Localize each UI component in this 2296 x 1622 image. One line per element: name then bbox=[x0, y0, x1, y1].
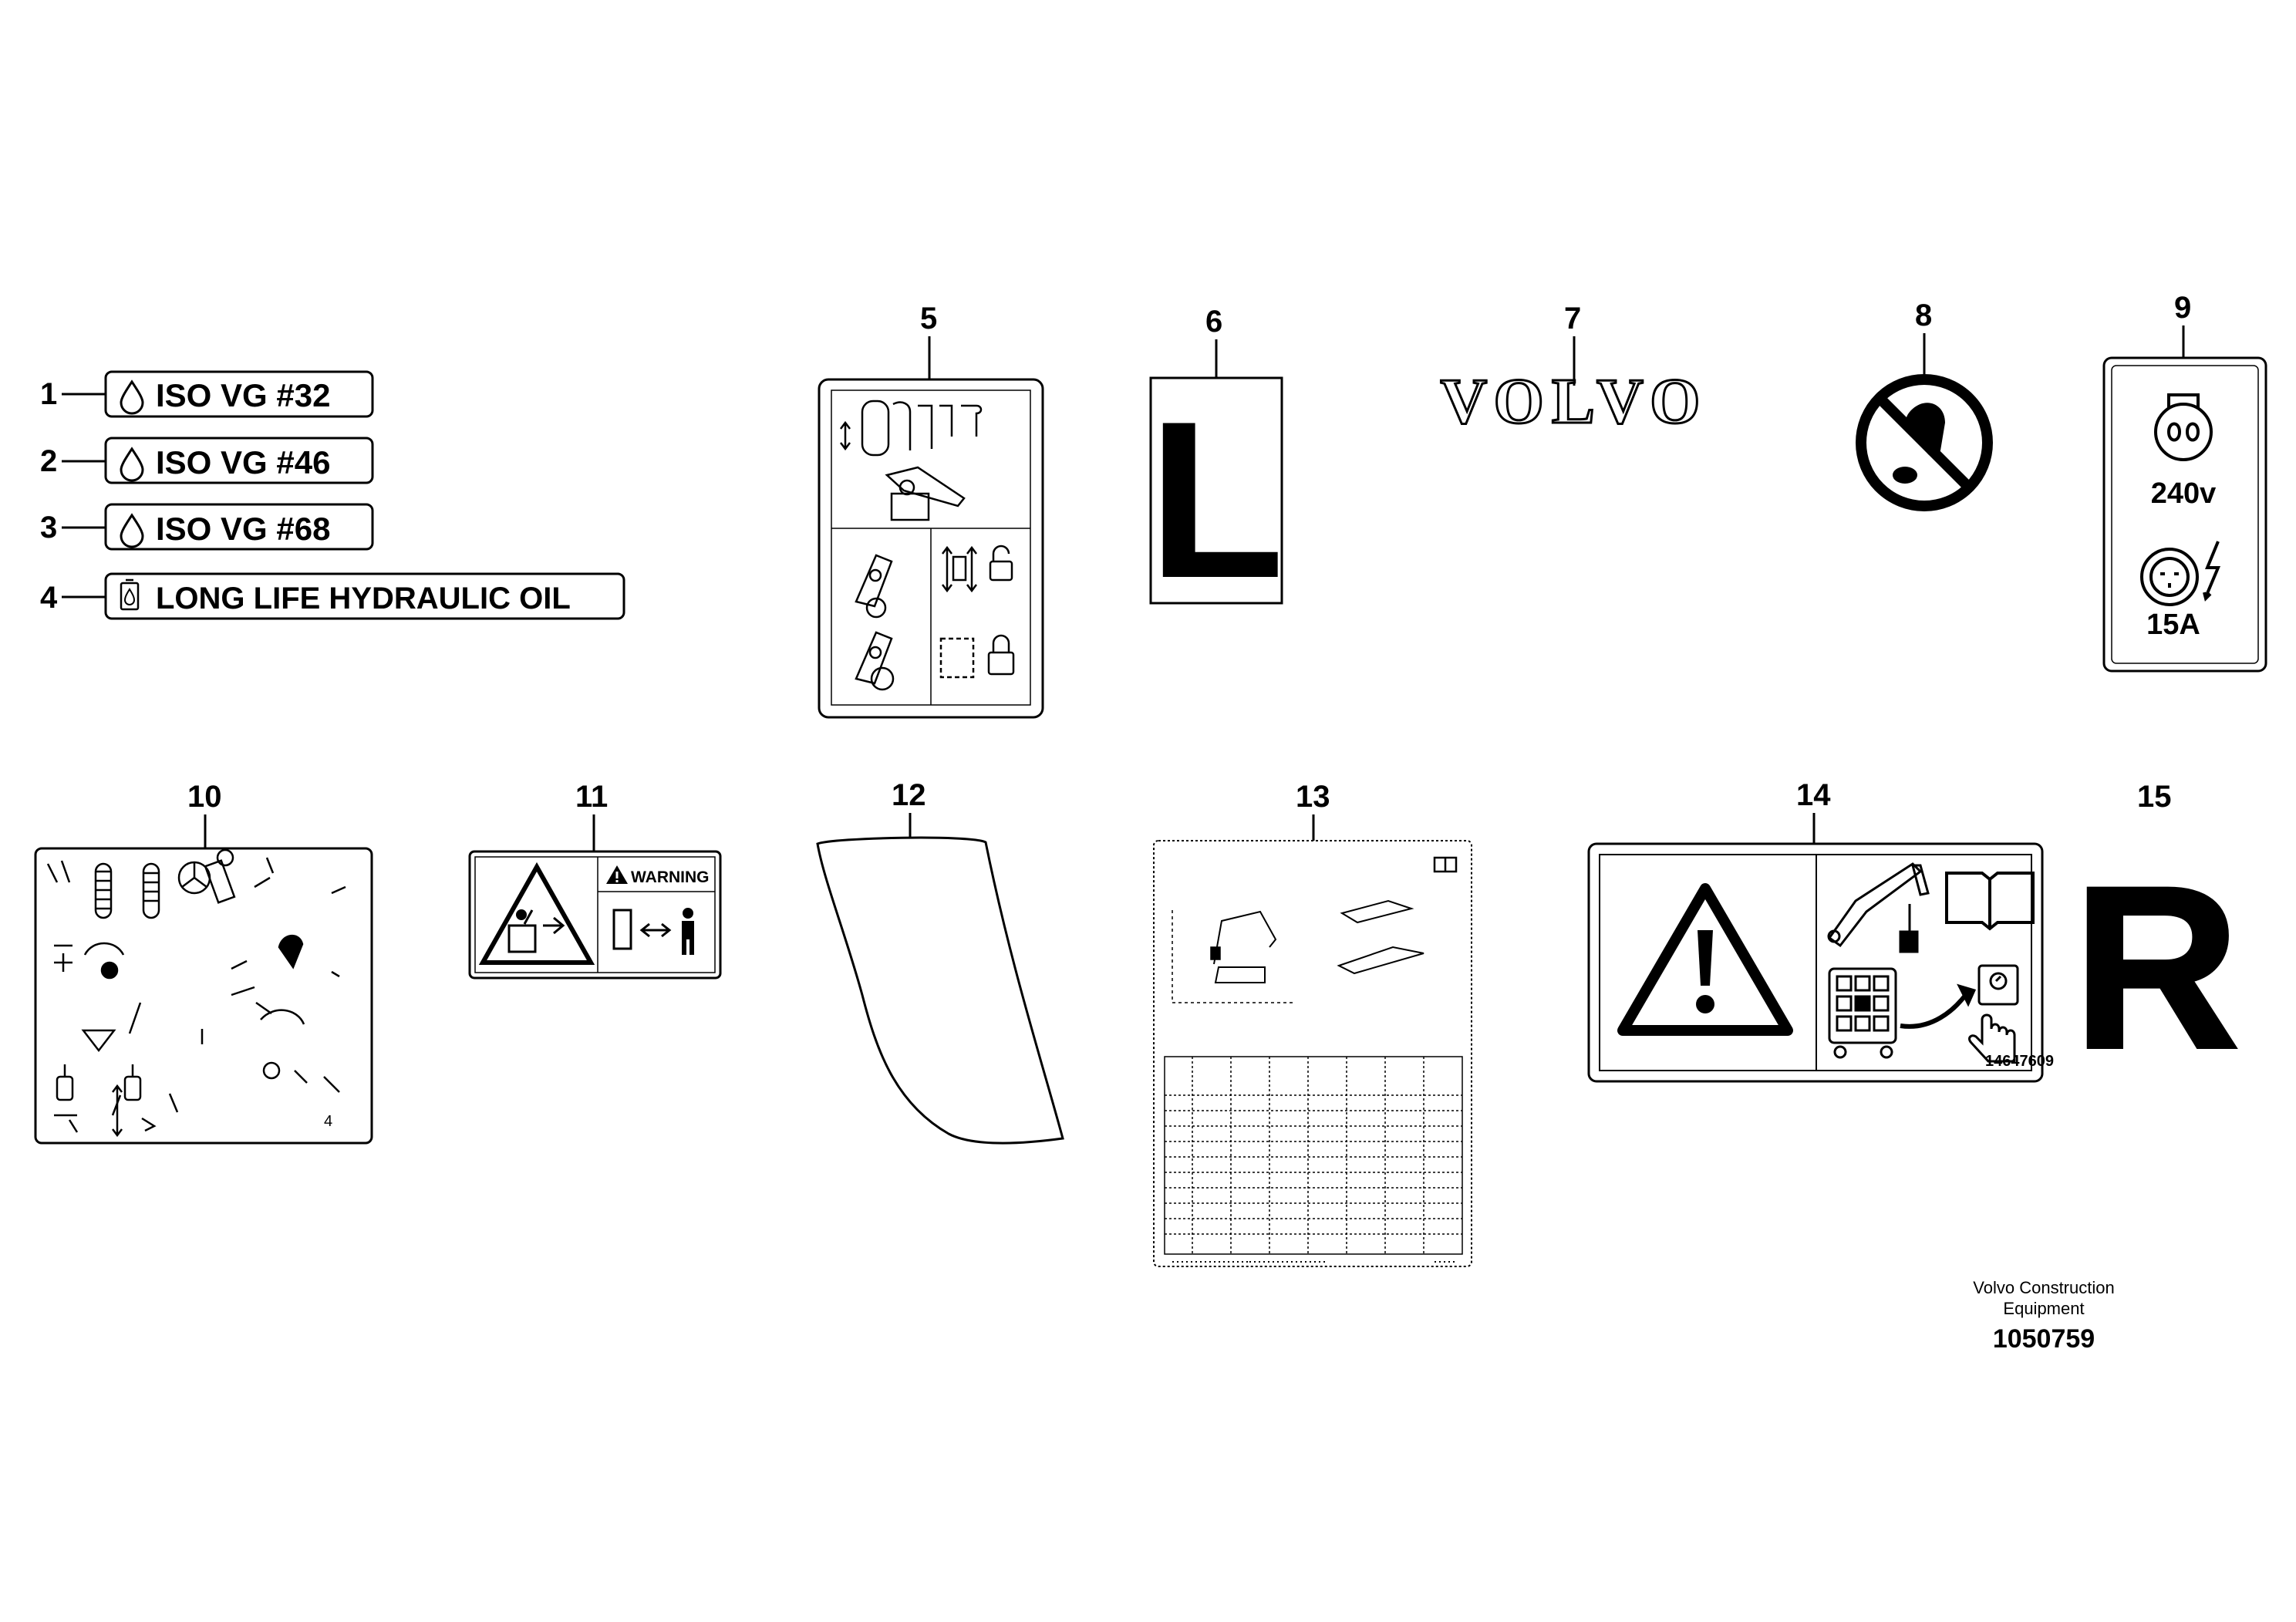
oil-canister-icon bbox=[120, 578, 140, 611]
callout-7: 7 bbox=[1564, 302, 1581, 336]
part-13: 13 bbox=[1153, 780, 1472, 1267]
socket-icon bbox=[2140, 541, 2221, 606]
callout-9: 9 bbox=[2174, 291, 2191, 325]
keep-distance-icon bbox=[612, 909, 672, 950]
warning-heading: WARNING bbox=[631, 868, 710, 886]
part-14: 14 bbox=[1587, 778, 2054, 1083]
callout-13: 13 bbox=[1296, 780, 1330, 814]
person-icon bbox=[682, 908, 694, 955]
boom-lock-icon bbox=[855, 545, 1015, 691]
callout-8: 8 bbox=[1915, 298, 1932, 332]
part-15: 15 R bbox=[2072, 780, 2242, 1098]
part-7: 7 VOLVO bbox=[1439, 302, 1708, 439]
callout-1: 1 bbox=[40, 377, 57, 411]
callout-10: 10 bbox=[187, 780, 222, 814]
warning-icon bbox=[606, 865, 628, 884]
manufacturer-line-1: Volvo Construction bbox=[1973, 1278, 2115, 1297]
label-long-life-hydraulic-oil: LONG LIFE HYDRAULIC OIL bbox=[156, 582, 571, 615]
callout-15: 15 bbox=[2137, 780, 2172, 814]
part-2: 2 ISO VG #46 bbox=[40, 437, 374, 484]
crush-hazard-icon bbox=[478, 862, 595, 965]
lifting-capacity-chart bbox=[1164, 856, 1463, 1263]
part-4: 4 LONG LIFE HYDRAULIC OIL bbox=[40, 572, 625, 620]
part-11: 11 WARNING bbox=[468, 780, 722, 980]
part-5: 5 bbox=[818, 302, 1044, 719]
part-12: 12 bbox=[816, 778, 1064, 1145]
callout-11: 11 bbox=[575, 780, 608, 814]
part-1: 1 ISO VG #32 bbox=[40, 370, 374, 418]
part-6: 6 L bbox=[1148, 305, 1284, 625]
oil-drop-icon bbox=[120, 447, 144, 482]
excavator-boom-icon bbox=[1827, 862, 1930, 953]
oil-drop-icon bbox=[120, 513, 144, 548]
svg-text:14647609: 14647609 bbox=[1985, 1053, 2054, 1070]
control-pattern-icons bbox=[46, 848, 346, 1138]
voltage-value: 240v bbox=[2151, 477, 2217, 510]
operator-controls-icon bbox=[840, 400, 983, 521]
volvo-logo: VOLVO bbox=[1441, 366, 1708, 437]
decal-letter-r: R bbox=[2073, 838, 2240, 1097]
part-9: 9 240v 15A bbox=[2102, 291, 2267, 673]
callout-12: 12 bbox=[892, 778, 926, 812]
decal-letter-l: L bbox=[1148, 375, 1284, 625]
manual-book-icon bbox=[1945, 872, 2035, 931]
window-decal-shape bbox=[816, 836, 1064, 1145]
current-value: 15A bbox=[2146, 609, 2200, 641]
part-8: 8 bbox=[1856, 298, 1993, 511]
callout-4: 4 bbox=[40, 581, 58, 615]
manufacturer-name: Volvo Construction Equipment bbox=[1905, 1277, 2183, 1319]
warning-triangle-icon bbox=[1617, 883, 1793, 1036]
callout-2: 2 bbox=[40, 444, 57, 478]
no-step-icon bbox=[1856, 374, 1993, 511]
oil-drop-icon bbox=[120, 379, 144, 415]
switch-hand-icon bbox=[1968, 964, 2019, 1063]
part-3: 3 ISO VG #68 bbox=[40, 503, 374, 551]
label-oil-46: ISO VG #46 bbox=[156, 444, 330, 481]
lamp-icon bbox=[2154, 393, 2213, 461]
figure-number: 1050759 bbox=[1992, 1324, 2095, 1354]
svg-text:4: 4 bbox=[324, 1113, 332, 1130]
callout-14: 14 bbox=[1796, 778, 1831, 812]
label-oil-68: ISO VG #68 bbox=[156, 511, 330, 547]
label-oil-32: ISO VG #32 bbox=[156, 377, 330, 413]
callout-5: 5 bbox=[920, 302, 937, 336]
part-10: 10 4 bbox=[34, 780, 373, 1145]
callout-3: 3 bbox=[40, 511, 57, 545]
manufacturer-line-2: Equipment bbox=[2003, 1299, 2085, 1318]
callout-6: 6 bbox=[1205, 305, 1222, 339]
control-panel-icon bbox=[1828, 967, 1977, 1059]
